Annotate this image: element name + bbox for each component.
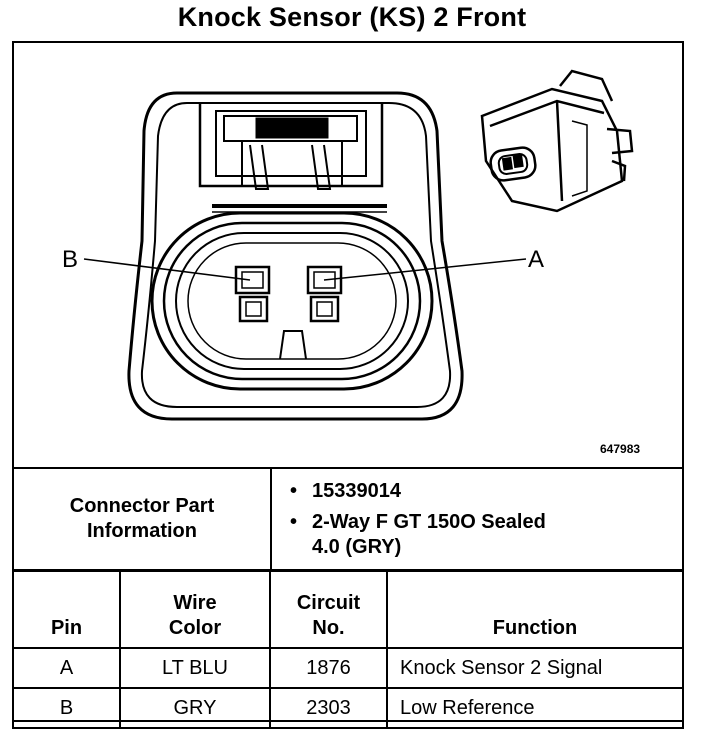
cell-wire-color: GRY — [119, 687, 271, 729]
cell-function: Low Reference — [386, 687, 684, 729]
connector-3d-icon — [480, 69, 634, 213]
header-function: Function — [386, 570, 684, 649]
table-row: B GRY 2303 Low Reference — [12, 687, 684, 729]
pin-table-header: Pin Wire Color Circuit No. Function — [12, 570, 684, 649]
connector-info-list: 15339014 2-Way F GT 150O Sealed 4.0 (GRY… — [270, 467, 684, 571]
cell-circuit: 2303 — [269, 687, 388, 729]
figure-number: 647983 — [600, 442, 641, 456]
page-title: Knock Sensor (KS) 2 Front — [177, 2, 527, 32]
header-pin: Pin — [12, 570, 121, 649]
pin-table: Pin Wire Color Circuit No. Function A LT… — [12, 570, 684, 729]
cell-pin: A — [12, 647, 121, 689]
header-circuit: Circuit No. — [269, 570, 388, 649]
cell-wire-color: LT BLU — [119, 647, 271, 689]
connector-info-label: Connector Part Information — [12, 467, 272, 571]
connector-part-number: 15339014 — [290, 479, 682, 504]
header-wire-color: Wire Color — [119, 570, 271, 649]
connector-info-table: Connector Part Information 15339014 2-Wa… — [12, 467, 684, 571]
leader-line-a — [323, 258, 527, 281]
cell-pin: B — [12, 687, 121, 729]
pin-label-a: A — [528, 246, 544, 273]
connector-diagram: B A — [12, 41, 684, 467]
pin-label-b: B — [62, 246, 78, 273]
table-row: A LT BLU 1876 Knock Sensor 2 Signal — [12, 647, 684, 689]
leader-line-b — [83, 258, 251, 281]
cell-function: Knock Sensor 2 Signal — [386, 647, 684, 689]
connector-description: 2-Way F GT 150O Sealed 4.0 (GRY) — [290, 510, 682, 560]
connector-face — [127, 91, 464, 421]
cell-circuit: 1876 — [269, 647, 388, 689]
